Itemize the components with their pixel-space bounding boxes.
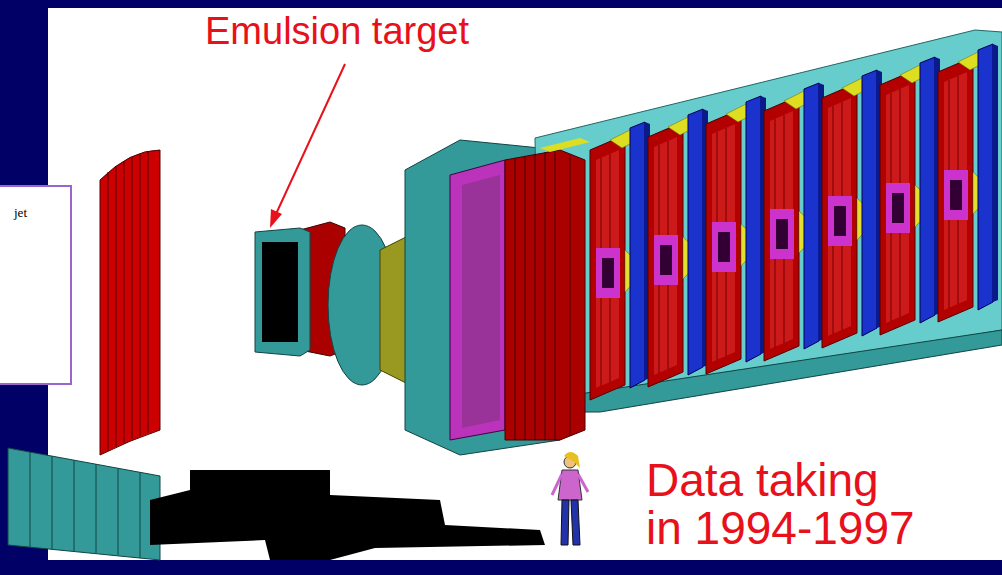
muon-spectrometer: [590, 44, 998, 400]
box-text: jet: [0, 187, 70, 221]
callout-label: Emulsion target: [205, 12, 469, 52]
muon-module: [938, 44, 998, 322]
muon-module: [648, 109, 708, 387]
muon-module: [764, 83, 824, 361]
shadow: [150, 470, 545, 560]
text-box: jet: [0, 185, 72, 385]
person-figure: [552, 452, 588, 545]
muon-module: [880, 57, 940, 335]
hodoscope-panel: [100, 150, 160, 455]
muon-module: [706, 96, 766, 374]
calorimeter: [505, 138, 590, 440]
leader-arrow: [270, 64, 345, 228]
white-panel: [48, 8, 1002, 560]
muon-module: [822, 70, 882, 348]
muon-module: [590, 122, 650, 400]
veto-panels: [8, 448, 160, 560]
note-label: Data taking in 1994-1997: [646, 456, 917, 553]
